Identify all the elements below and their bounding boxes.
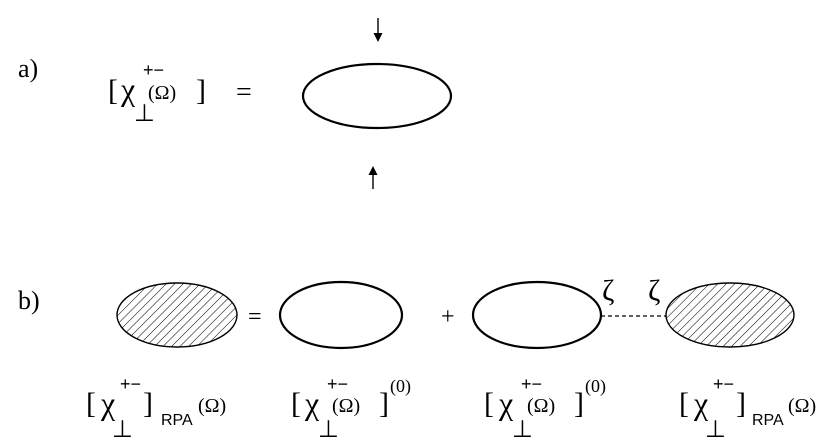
order-zero-superscript: (0) <box>390 376 411 397</box>
chi-symbol: χ <box>120 71 136 107</box>
zeta-right-vertex: ζ <box>648 274 660 307</box>
open-bracket: [ <box>291 387 301 420</box>
term-rpa-left: [ χ +− ⊥ ] RPA (Ω) <box>86 374 226 438</box>
perp-subscript: ⊥ <box>705 416 726 438</box>
bare-bubble-middle <box>278 280 404 350</box>
omega-argument: (Ω) <box>788 395 816 417</box>
close-bracket: ] <box>196 74 206 107</box>
panel-b-equals: = <box>248 304 262 330</box>
open-bracket: [ <box>679 387 689 420</box>
spin-up-arrow-icon <box>368 166 378 189</box>
rpa-bubble-hatched-left <box>116 282 238 348</box>
chi-symbol: χ <box>100 385 116 421</box>
panel-a-lhs-expression: [ χ +− (Ω) ⊥ ] <box>108 60 206 127</box>
order-zero-superscript: (0) <box>585 376 606 397</box>
panel-a-label: a) <box>18 54 38 83</box>
term-bare-middle: [ χ +− (Ω) ⊥ ] (0) <box>291 374 411 438</box>
close-bracket: ] <box>379 387 389 420</box>
panel-a-equals: = <box>236 77 252 108</box>
bare-bubble-loop <box>301 62 453 130</box>
close-bracket: ] <box>736 387 746 420</box>
chi-superscript: +− <box>713 374 734 394</box>
panel-b-plus: + <box>441 304 455 330</box>
rpa-bubble-hatched-right <box>665 282 795 348</box>
chi-superscript: +− <box>120 374 141 394</box>
chi-symbol: χ <box>693 385 709 421</box>
open-bracket: [ <box>86 387 96 420</box>
term-rpa-right: [ χ +− ⊥ ] RPA (Ω) <box>679 374 816 438</box>
open-bracket: [ <box>484 387 494 420</box>
omega-argument: (Ω) <box>527 395 555 417</box>
rpa-index: RPA <box>752 412 784 429</box>
omega-argument: (Ω) <box>332 395 360 417</box>
zeta-left-vertex: ζ <box>602 274 614 307</box>
close-bracket: ] <box>143 387 153 420</box>
spin-down-arrow-icon <box>373 18 383 42</box>
open-bracket: [ <box>108 74 118 107</box>
panel-a-bubble-diagram <box>301 18 453 189</box>
chi-superscript: +− <box>327 374 348 394</box>
perp-subscript: ⊥ <box>112 416 133 438</box>
bare-bubble-right <box>471 280 603 350</box>
perp-subscript: ⊥ <box>512 416 533 438</box>
rpa-index: RPA <box>161 412 193 429</box>
chi-superscript: +− <box>521 374 542 394</box>
chi-superscript: +− <box>143 60 164 80</box>
term-bare-right: [ χ +− (Ω) ⊥ ] (0) <box>484 374 606 438</box>
panel-b-label: b) <box>18 286 40 315</box>
perp-subscript: ⊥ <box>318 416 339 438</box>
chi-symbol: χ <box>304 385 320 421</box>
close-bracket: ] <box>574 387 584 420</box>
chi-symbol: χ <box>498 385 514 421</box>
perp-subscript: ⊥ <box>134 100 155 127</box>
chi-argument: (Ω) <box>148 82 176 104</box>
omega-argument: (Ω) <box>198 395 226 417</box>
